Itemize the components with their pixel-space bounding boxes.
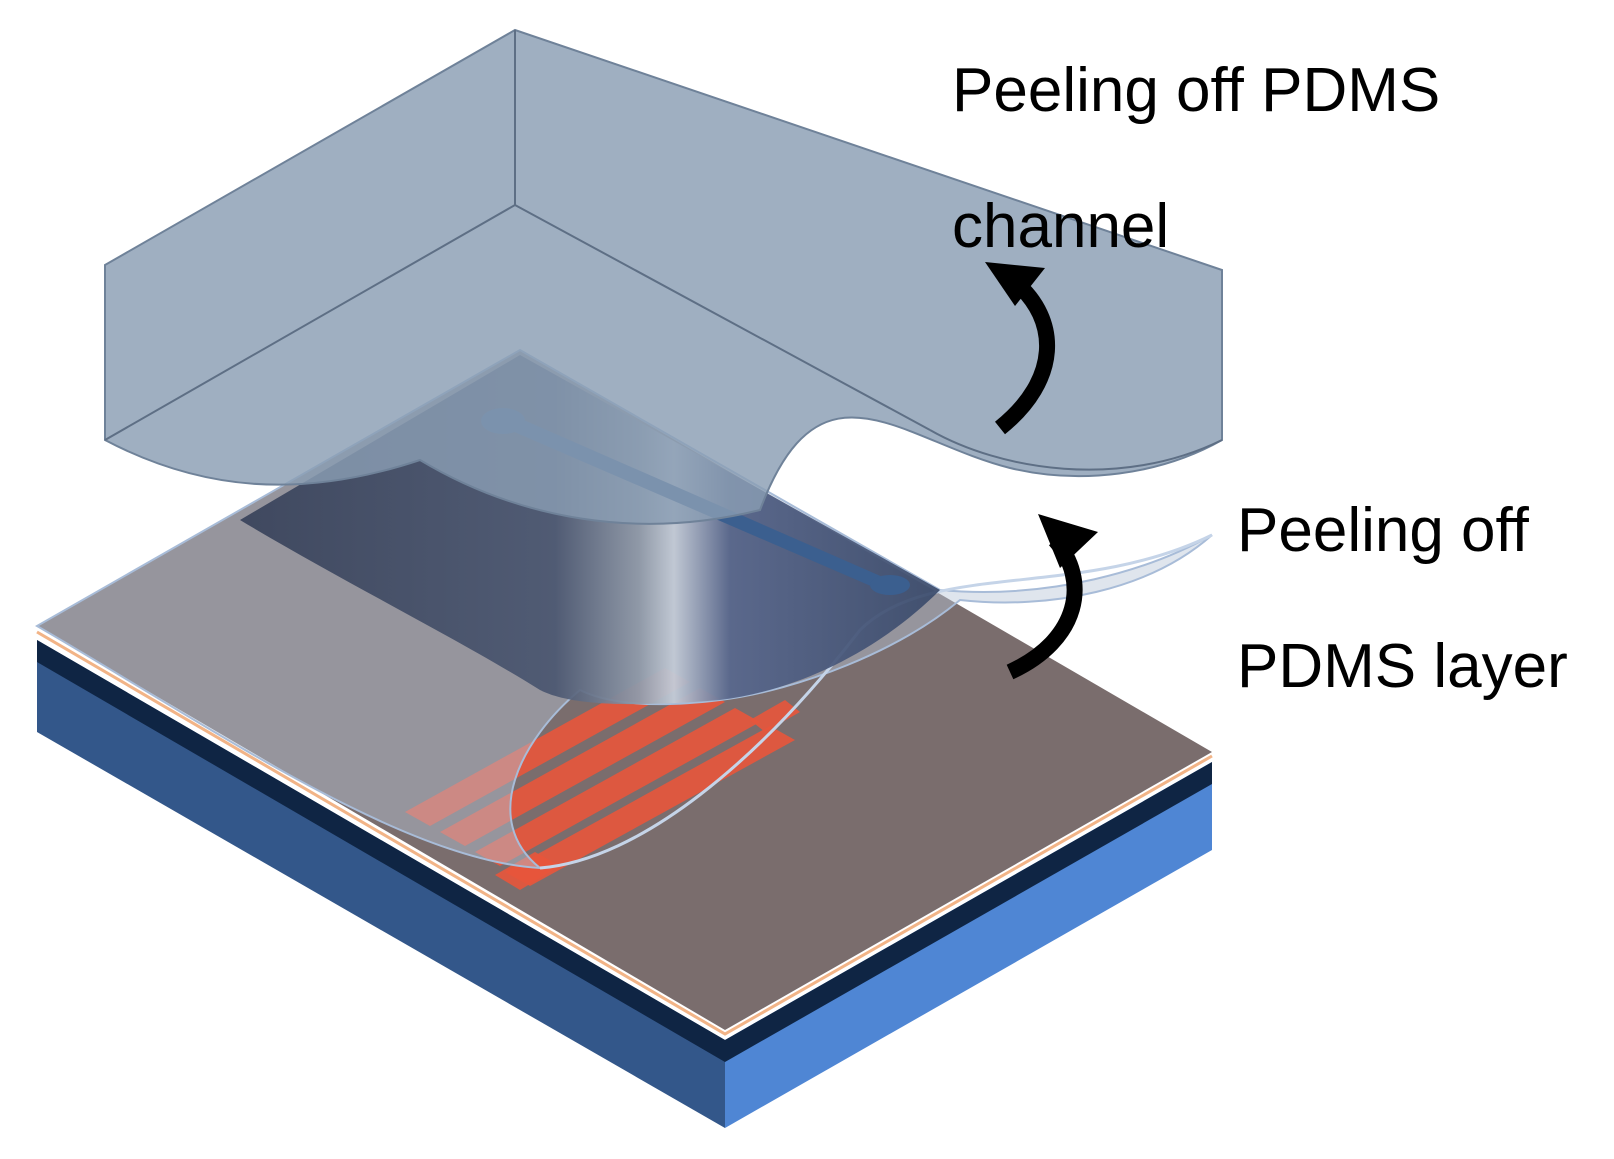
label-peel-channel-line2: channel — [952, 192, 1170, 261]
pdms-block-body — [104, 28, 1223, 525]
substrate-dark-band-right — [725, 762, 1212, 1062]
label-peel-channel-line1: Peeling off PDMS — [952, 56, 1441, 125]
arrow-channel-peel — [994, 275, 1055, 435]
arrow-channel-head — [985, 262, 1045, 306]
electrode-pad-1 — [495, 852, 560, 890]
substrate-top-edge — [36, 630, 1213, 1036]
label-peel-layer-line2: PDMS layer — [1237, 632, 1568, 701]
electrode-1 — [405, 668, 690, 826]
electrode-3 — [475, 708, 760, 866]
peel-arrows — [985, 262, 1098, 680]
pdms-channel-block — [104, 28, 1223, 525]
pdms-block-curl-edge — [929, 429, 1223, 471]
electrode-4 — [505, 726, 795, 886]
substrate-dark-band-left — [37, 640, 725, 1062]
channel-outlet — [870, 575, 910, 595]
label-peel-layer-line1: Peeling off — [1237, 496, 1529, 565]
arrow-layer-head — [1038, 514, 1098, 568]
electrode-pad-2 — [750, 700, 800, 732]
